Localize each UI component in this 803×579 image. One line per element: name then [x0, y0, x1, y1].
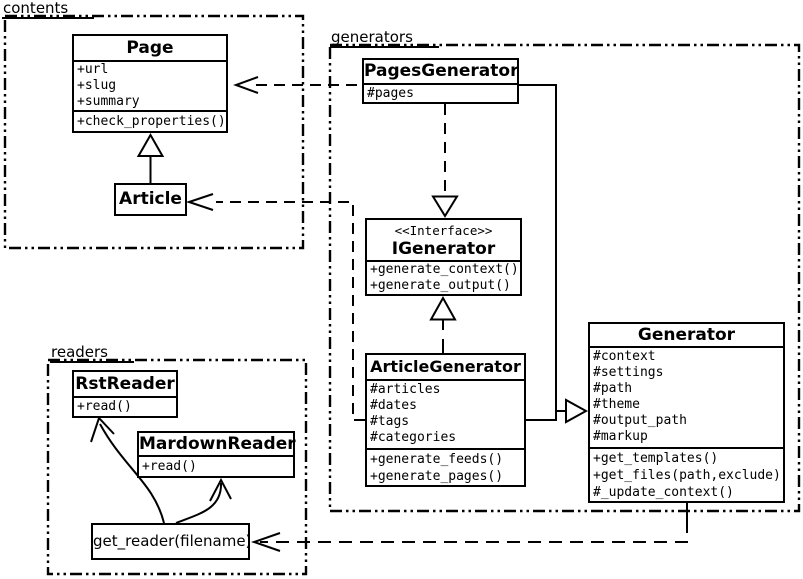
package-border-readers	[46, 358, 308, 576]
edge-generators-extend-generator	[519, 84, 589, 424]
uml-attribute: #path	[593, 381, 633, 396]
uml-attribute: +slug	[77, 78, 117, 93]
uml-attribute: #settings	[593, 365, 664, 380]
uml-attribute: #articles	[370, 382, 441, 397]
class-igenerator-name: IGenerator	[391, 239, 496, 259]
class-generator-name: Generator	[590, 324, 783, 348]
class-mardownreader: MardownReader +read()	[137, 431, 296, 478]
uml-method: +get_files(path,exclude)	[593, 468, 781, 483]
class-igenerator-header: <<Interface>> IGenerator	[367, 220, 520, 262]
class-articlegenerator-attributes: #articles #dates #tags #categories	[367, 381, 524, 450]
class-rstreader-methods: +read()	[74, 398, 176, 416]
uml-method: +generate_context()	[370, 262, 519, 277]
uml-attribute: #theme	[593, 397, 640, 412]
uml-attribute: #dates	[370, 398, 417, 413]
uml-method: +check_properties()	[77, 114, 226, 129]
class-page: Page +url +slug +summary +check_properti…	[72, 34, 228, 133]
package-label-generators: generators	[330, 30, 439, 48]
class-rstreader-name: RstReader	[74, 372, 176, 398]
edge-generator-uses-get-reader	[250, 503, 688, 552]
uml-attribute: #categories	[370, 430, 457, 445]
class-mardownreader-methods: +read()	[139, 457, 293, 476]
uml-method: +generate_feeds()	[370, 452, 504, 467]
edge-pagesgenerator-uses-page	[233, 76, 362, 94]
edge-pagesgenerator-implements-igenerator	[431, 104, 459, 218]
package-border-contents	[3, 14, 305, 250]
edge-get-reader-to-mardownreader	[175, 477, 232, 524]
class-article: Article	[114, 183, 187, 216]
uml-attribute: #context	[593, 349, 656, 364]
uml-attribute: #pages	[367, 86, 414, 101]
uml-attribute: #tags	[370, 414, 410, 429]
function-box-get-reader-label: get_reader(filename)	[93, 532, 252, 550]
edge-article-extends-page	[136, 132, 165, 183]
uml-attribute: #output_path	[593, 413, 687, 428]
class-pagesgenerator-name: PagesGenerator	[364, 60, 518, 85]
class-generator-attributes: #context #settings #path #theme #output_…	[590, 348, 783, 449]
class-articlegenerator-name: ArticleGenerator	[367, 355, 524, 381]
class-article-name: Article	[119, 189, 182, 209]
class-page-attributes: +url +slug +summary	[74, 62, 226, 112]
uml-method: +read()	[77, 399, 132, 414]
class-generator: Generator #context #settings #path #them…	[588, 322, 785, 503]
class-igenerator-methods: +generate_context() +generate_output()	[367, 262, 520, 294]
function-box-get-reader: get_reader(filename)	[91, 523, 252, 560]
class-igenerator: <<Interface>> IGenerator +generate_conte…	[365, 218, 522, 296]
class-generator-methods: +get_templates() +get_files(path,exclude…	[590, 449, 783, 503]
edge-articlegenerator-implements-igenerator	[429, 295, 457, 353]
uml-method: +get_templates()	[593, 451, 719, 466]
uml-method: +read()	[142, 459, 197, 474]
class-page-methods: +check_properties()	[74, 112, 226, 131]
class-mardownreader-name: MardownReader	[139, 433, 296, 457]
package-label-readers: readers	[50, 345, 134, 363]
class-page-name: Page	[74, 36, 226, 62]
class-pagesgenerator-attributes: #pages	[364, 85, 517, 102]
package-border-generators	[328, 43, 801, 513]
class-pagesgenerator: PagesGenerator #pages	[362, 58, 519, 104]
class-articlegenerator-methods: +generate_feeds() +generate_pages()	[367, 450, 524, 487]
class-igenerator-stereotype: <<Interface>>	[394, 223, 493, 238]
uml-attribute: +url	[77, 62, 109, 77]
uml-attribute: #markup	[593, 429, 648, 444]
package-label-contents: contents	[2, 1, 95, 19]
uml-method: +generate_output()	[370, 278, 511, 293]
uml-method: +generate_pages()	[370, 469, 504, 484]
class-rstreader: RstReader +read()	[72, 370, 178, 418]
uml-method: #_update_context()	[593, 485, 734, 500]
class-articlegenerator: ArticleGenerator #articles #dates #tags …	[365, 353, 526, 487]
edge-articlegenerator-uses-article	[185, 193, 365, 421]
uml-attribute: +summary	[77, 94, 140, 109]
